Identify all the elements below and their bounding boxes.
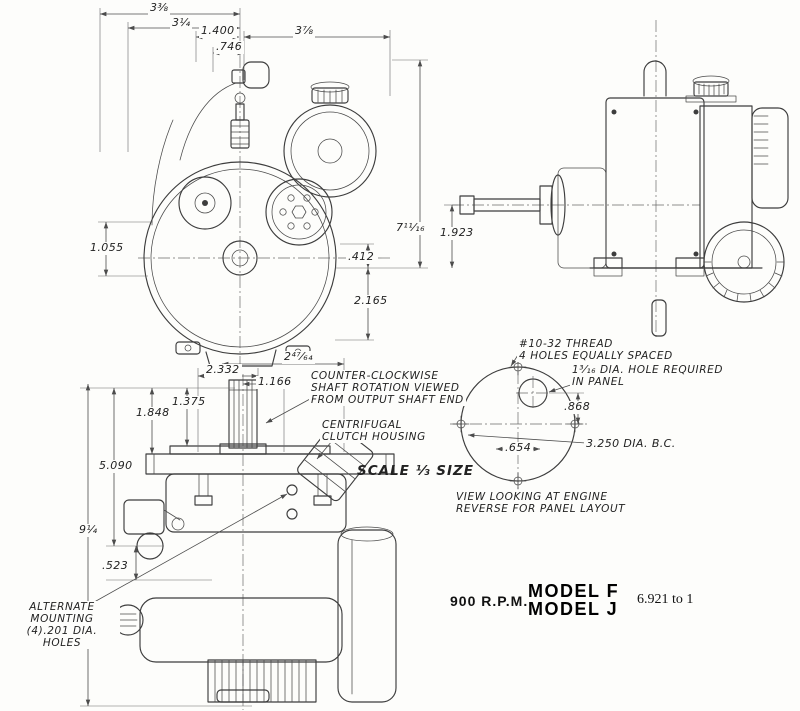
front-view-art: [138, 56, 392, 368]
dim-shaft-drop-2: 1.848: [134, 406, 172, 420]
dim-overall-height: 7¹¹⁄₁₆: [394, 221, 427, 235]
note-rotation: COUNTER-CLOCKWISE SHAFT ROTATION VIEWED …: [309, 370, 466, 406]
note-panel-hole: 1³⁄₁₆ DIA. HOLE REQUIRED IN PANEL: [570, 364, 726, 388]
dim-right-width: 3⅞: [293, 24, 316, 38]
dim-flange-span: 2.332: [204, 363, 242, 377]
dim-mount-drop: .523: [100, 559, 131, 573]
note-view-looking: VIEW LOOKING AT ENGINE REVERSE FOR PANEL…: [454, 491, 628, 515]
footer-ratio: 6.921 to 1: [637, 592, 694, 607]
note-scale: SCALE ⅓ SIZE: [357, 463, 475, 479]
dim-body-depth: 5.090: [97, 459, 135, 473]
side-view-art: [452, 20, 789, 344]
dim-carb-offset: .746: [214, 40, 245, 54]
footer-rpm: 900 R.P.M.: [450, 593, 529, 609]
dim-inner-width: 3¼: [170, 16, 193, 30]
dim-hole-offset: .654: [503, 441, 534, 455]
dim-overall-depth: 9¼: [77, 523, 100, 537]
dim-left-height: 1.055: [88, 241, 126, 255]
dim-base-height: 2.165: [352, 294, 390, 308]
dim-shaft-height: 1.923: [438, 226, 476, 240]
note-thread: #10-32 THREAD 4 HOLES EQUALLY SPACED: [517, 338, 675, 362]
panel-layout-art: [450, 352, 588, 498]
dim-bolt-circle: 3.250 DIA. B.C.: [584, 437, 678, 451]
dim-overall-span: 2⁴⁷⁄₆₄: [282, 350, 315, 364]
dim-half-span: 1.166: [256, 375, 294, 389]
footer-model-j: MODEL J: [528, 599, 619, 619]
dim-elbow-offset: 1.400: [199, 24, 237, 38]
footer-model-f: MODEL F: [528, 581, 620, 601]
note-alternate-mounting: ALTERNATE MOUNTING (4).201 DIA. HOLES: [4, 601, 120, 649]
note-clutch-housing: CENTRIFUGAL CLUTCH HOUSING: [320, 419, 428, 443]
leader-lines: [79, 346, 587, 611]
dim-overall-width: 3⅜: [148, 1, 171, 15]
dim-mount-rise: .412: [346, 250, 377, 264]
dim-shaft-drop-1: 1.375: [170, 395, 208, 409]
extension-lines: [80, 8, 584, 707]
dim-hole-rise: .868: [562, 400, 593, 414]
